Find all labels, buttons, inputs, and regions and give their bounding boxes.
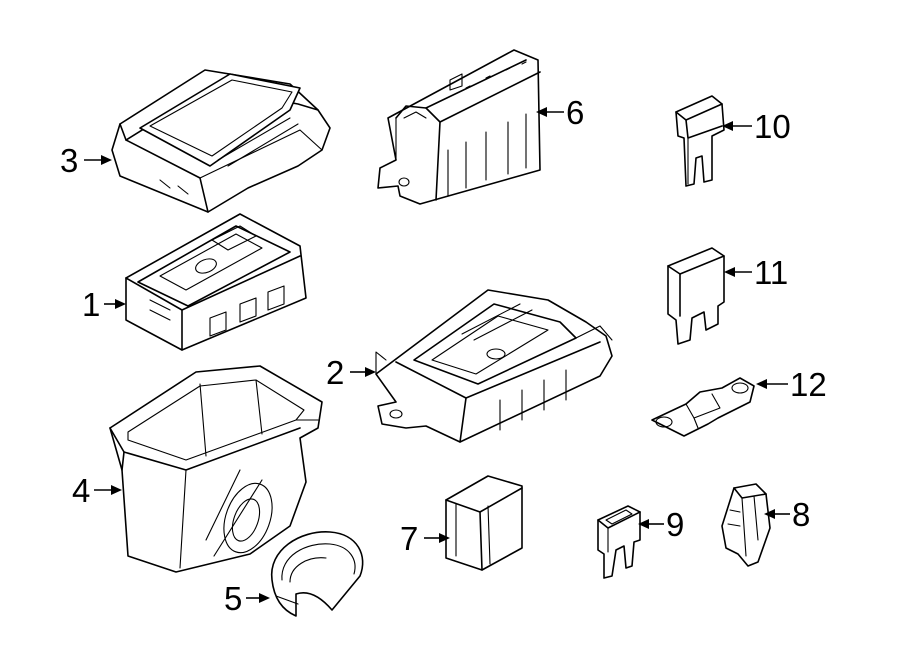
callout-2: 2 bbox=[326, 354, 344, 391]
part-8-connector bbox=[721, 483, 771, 567]
part-7-relay bbox=[445, 475, 523, 571]
part-10-fuse bbox=[675, 95, 725, 187]
part-12-strip-fuse bbox=[651, 377, 755, 437]
callout-leaders bbox=[84, 107, 790, 603]
callout-12: 12 bbox=[790, 366, 827, 403]
callout-9: 9 bbox=[666, 506, 684, 543]
callout-7: 7 bbox=[400, 520, 418, 557]
callout-10: 10 bbox=[754, 108, 791, 145]
callout-3: 3 bbox=[60, 142, 78, 179]
callout-6: 6 bbox=[566, 94, 584, 131]
callout-numbers: 3 1 4 5 2 7 6 10 11 12 9 8 bbox=[60, 94, 827, 617]
callout-4: 4 bbox=[72, 472, 90, 509]
callout-5: 5 bbox=[224, 580, 242, 617]
part-5-grommet bbox=[271, 531, 364, 617]
part-9-mini-fuse bbox=[597, 505, 641, 579]
callout-8: 8 bbox=[792, 496, 810, 533]
part-4-housing bbox=[109, 365, 323, 573]
part-6-module bbox=[377, 49, 541, 205]
callout-1: 1 bbox=[82, 286, 100, 323]
part-11-maxi-fuse bbox=[667, 247, 725, 345]
part-1-fuse-block bbox=[125, 213, 307, 351]
part-3-cover bbox=[111, 69, 331, 213]
callout-11: 11 bbox=[754, 254, 788, 291]
part-2-fuse-assembly bbox=[375, 289, 613, 443]
